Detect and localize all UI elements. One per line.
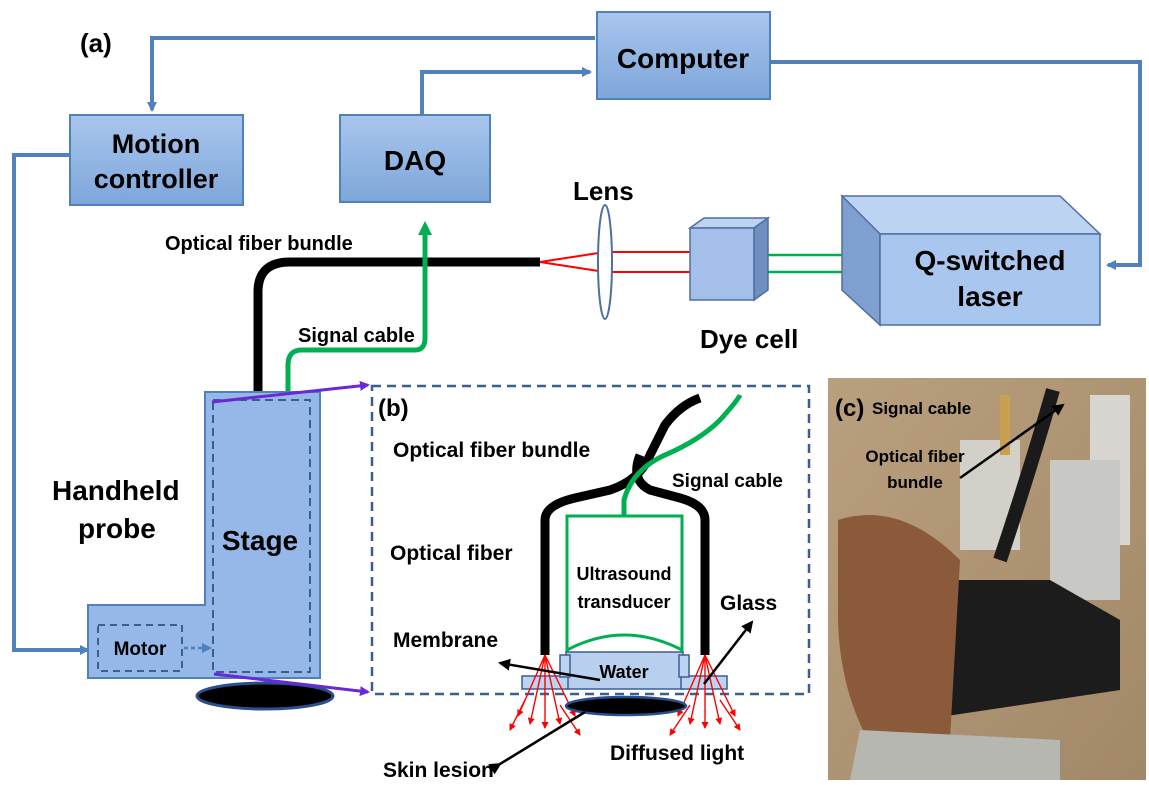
stage-label: Stage <box>222 525 298 556</box>
optical-fiber-bundle-line <box>253 257 540 392</box>
laser-beam <box>539 251 700 273</box>
handheld-probe-body <box>87 391 321 679</box>
membrane-label: Membrane <box>393 629 498 652</box>
membrane-pointer <box>498 658 601 682</box>
computer-to-motion-arrow <box>147 36 595 112</box>
panel-a-label: (a) <box>80 28 112 58</box>
optical-fiber-bundle-label-a: Optical fiber bundle <box>165 233 353 255</box>
daq-label: DAQ <box>384 145 446 176</box>
computer-to-laser-arrow <box>770 60 1142 270</box>
lens-label: Lens <box>573 176 634 206</box>
ultrasound-transducer-label-line1: Ultrasound <box>576 564 671 584</box>
panel-b-label: (b) <box>378 395 409 422</box>
water-label: Water <box>599 662 648 682</box>
dye-cell-label: Dye cell <box>700 324 798 354</box>
daq-to-computer-arrow <box>420 67 592 115</box>
zoom-pointer-top <box>211 380 370 404</box>
motion-controller-label-line2: controller <box>94 164 219 194</box>
motion-to-motor-arrow <box>12 153 90 655</box>
signal-cable-label-b: Signal cable <box>672 471 783 492</box>
daq-box: DAQ <box>339 114 491 203</box>
skin-lesion-b <box>564 695 688 717</box>
panel-b-frame <box>370 384 811 696</box>
zoom-pointer-bottom <box>213 672 370 697</box>
membrane-left <box>559 654 571 678</box>
motion-controller-label-line1: Motion <box>112 129 200 159</box>
optical-fiber-right <box>632 453 710 655</box>
handheld-probe-label-line2: probe <box>78 513 156 544</box>
laser-label-line1: Q-switched <box>915 245 1066 276</box>
optical-fiber-bundle-label-b: Optical fiber bundle <box>393 439 590 462</box>
optical-fiber-bundle-label-c-line2: bundle <box>887 473 943 492</box>
optical-fiber-bundle-label-c-line1: Optical fiber <box>865 447 965 466</box>
membrane-right <box>678 654 690 678</box>
fiber-bundle-pointer-c <box>959 403 1065 480</box>
lens-shape <box>597 204 613 320</box>
optical-fiber-label: Optical fiber <box>390 542 513 565</box>
dye-cell-shape <box>687 216 771 302</box>
probe-photo <box>828 378 1146 780</box>
skin-lesion-a <box>195 681 335 711</box>
signal-cable-b <box>621 393 743 516</box>
glass-label: Glass <box>720 592 777 615</box>
glass-pointer <box>703 620 754 685</box>
panel-c-label: (c) <box>835 395 864 422</box>
motion-controller-box: Motion controller <box>69 114 244 206</box>
computer-label: Computer <box>617 43 749 74</box>
signal-cable-line <box>285 221 432 392</box>
diffused-light-label: Diffused light <box>610 742 744 765</box>
signal-cable-label-a: Signal cable <box>298 325 415 347</box>
motor-box <box>97 624 183 672</box>
motor-label: Motor <box>114 639 167 660</box>
laser-label-line2: laser <box>957 281 1022 312</box>
signal-cable-label-c: Signal cable <box>872 399 971 418</box>
acoustic-lens-curve <box>566 633 683 652</box>
skin-lesion-pointer <box>488 710 586 775</box>
computer-box: Computer <box>596 11 771 100</box>
handheld-probe-label-line1: Handheld <box>52 475 180 506</box>
stage-box <box>212 399 311 673</box>
skin-lesion-label: Skin lesion <box>383 759 494 782</box>
control-connections <box>12 36 1142 655</box>
q-switched-laser-box <box>840 194 1102 327</box>
ultrasound-transducer-label-line2: transducer <box>577 592 670 612</box>
